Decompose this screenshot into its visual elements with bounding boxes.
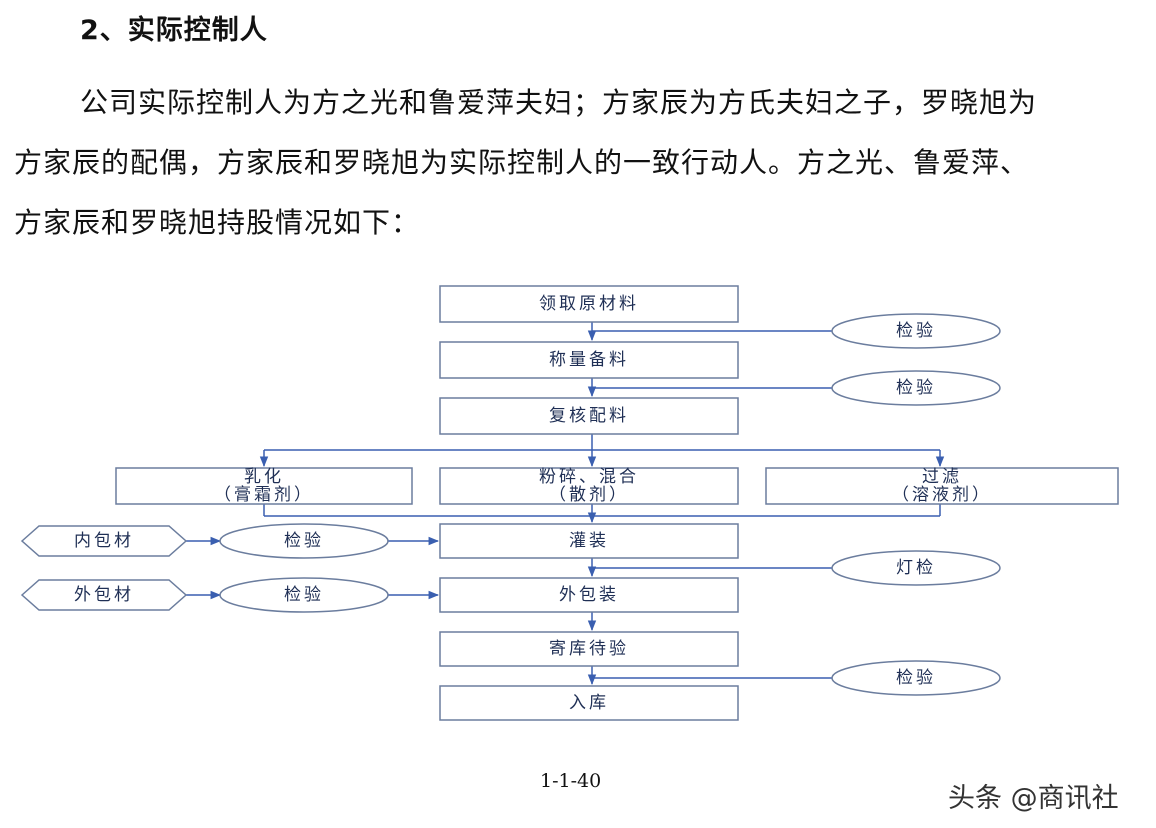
step-label-4: 灌装 [569, 531, 609, 551]
step-box-3 [439, 397, 739, 435]
check-ellipse-6 [831, 660, 1001, 696]
branch-box-3 [765, 467, 1119, 505]
material-hexagon-1 [20, 525, 188, 557]
step-label-6: 寄库待验 [549, 639, 629, 659]
check-ellipse-3 [219, 523, 389, 559]
check-ellipse-5 [831, 550, 1001, 586]
check-label-2: 检验 [896, 378, 936, 398]
step-label-7: 入库 [569, 693, 609, 713]
check-label-1: 检验 [896, 321, 936, 341]
check-ellipse-2 [831, 370, 1001, 406]
production-flowchart: 领取原材料 称量备料 复核配料 乳化 （膏霜剂） 粉碎、混合 （散剂） 过滤 （… [20, 285, 1119, 721]
paragraph-line-3: 方家辰和罗晓旭持股情况如下： [14, 206, 421, 239]
paragraph-line-1: 公司实际控制人为方之光和鲁爱萍夫妇；方家辰为方氏夫妇之子，罗晓旭为 [80, 86, 1038, 119]
step-box-1 [439, 285, 739, 323]
body-paragraph: 公司实际控制人为方之光和鲁爱萍夫妇；方家辰为方氏夫妇之子，罗晓旭为 方家辰的配偶… [14, 80, 1144, 260]
material-hexagon-2 [20, 579, 188, 611]
material-label-1: 内包材 [74, 531, 134, 551]
step-box-2 [439, 341, 739, 379]
branch-box-2 [439, 467, 739, 505]
check-label-3: 检验 [284, 531, 324, 551]
page-number: 1-1-40 [540, 770, 602, 792]
step-box-7 [439, 685, 739, 721]
branch-1-sublabel: （膏霜剂） [214, 484, 314, 505]
check-label-6: 检验 [896, 668, 936, 688]
check-label-5: 灯检 [896, 558, 936, 578]
section-heading: 2、实际控制人 [80, 15, 268, 46]
check-ellipse-4 [219, 577, 389, 613]
check-ellipse-1 [831, 313, 1001, 349]
branch-box-1 [115, 467, 413, 505]
check-label-4: 检验 [284, 585, 324, 605]
step-box-5 [439, 577, 739, 613]
step-label-5: 外包装 [559, 585, 619, 605]
material-label-2: 外包材 [74, 585, 134, 605]
step-label-3: 复核配料 [549, 406, 629, 426]
step-label-1: 领取原材料 [539, 294, 639, 314]
branch-2-label: 粉碎、混合 [539, 467, 639, 487]
step-box-4 [439, 523, 739, 559]
branch-3-label: 过滤 [922, 467, 962, 487]
branch-3-sublabel: （溶液剂） [892, 485, 992, 505]
watermark-logo: 头条 @商讯社 [948, 783, 1119, 814]
step-label-2: 称量备料 [549, 350, 629, 370]
branch-2-sublabel: （散剂） [549, 485, 629, 505]
step-box-6 [439, 631, 739, 667]
branch-1-label: 乳化 [244, 467, 284, 487]
paragraph-line-2: 方家辰的配偶，方家辰和罗晓旭为实际控制人的一致行动人。方之光、鲁爱萍、 [14, 146, 1030, 179]
